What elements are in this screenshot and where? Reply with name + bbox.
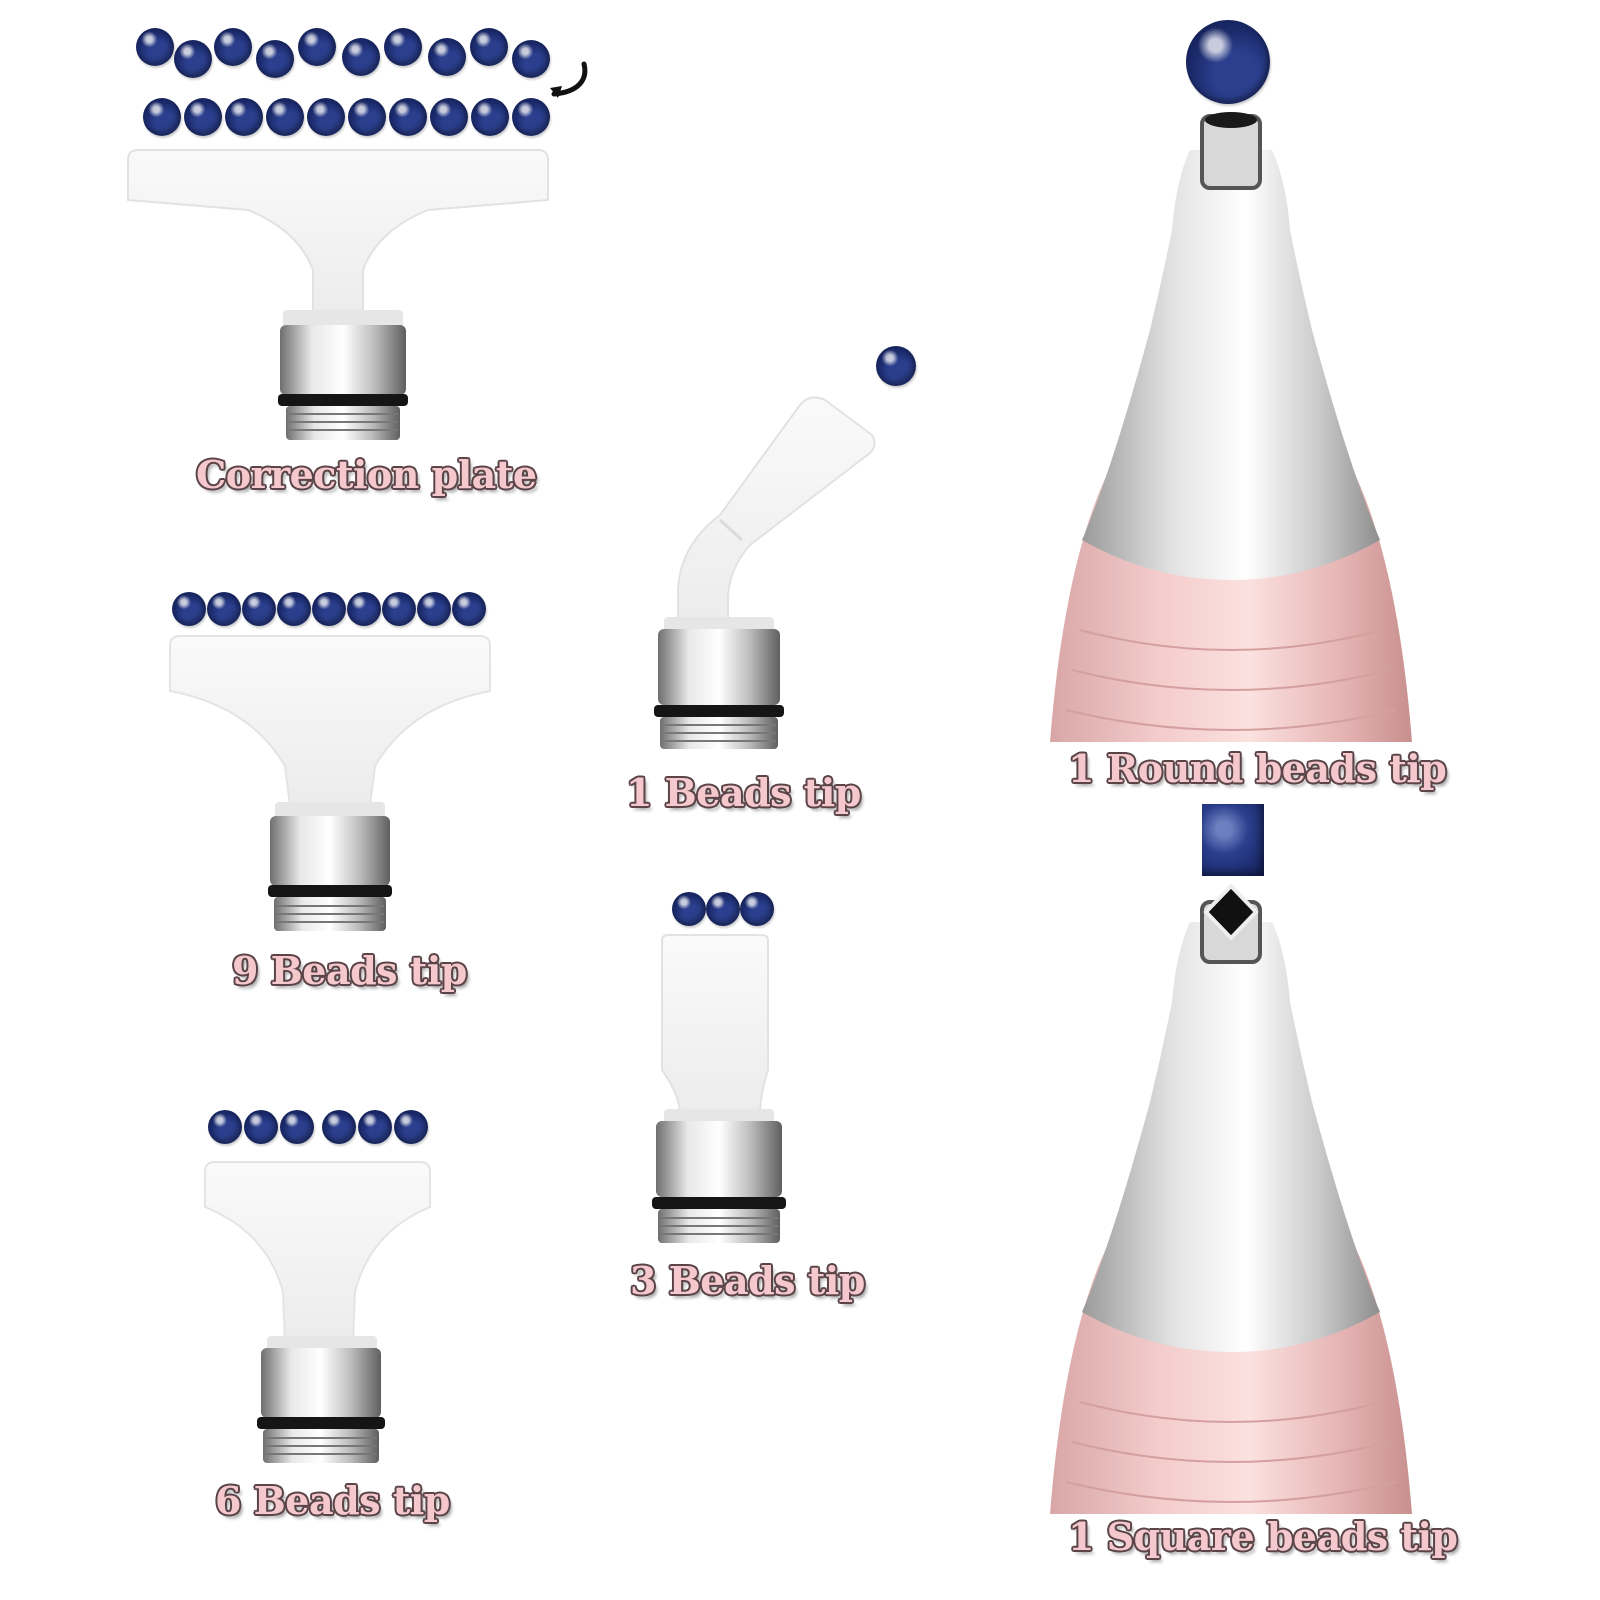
bead [512, 98, 550, 136]
square-bead [1202, 804, 1264, 876]
bead [384, 28, 422, 66]
nine-beads-tip [169, 635, 491, 931]
bead [256, 40, 294, 78]
six-beads-tip-label: 6 Beads tip [215, 1478, 450, 1523]
bead [172, 592, 206, 626]
one-square-beads-tip-label: 1 Square beads tip [1068, 1514, 1458, 1559]
bead [143, 98, 181, 136]
bead [672, 892, 706, 926]
bead [298, 28, 336, 66]
one-beads-tip [654, 396, 876, 749]
one-beads-tip-label: 1 Beads tip [626, 770, 861, 815]
correction-plate-tip [127, 149, 549, 440]
three-beads-tip-label: 3 Beads tip [630, 1258, 865, 1303]
bead [740, 892, 774, 926]
round-beads-pen [1050, 112, 1412, 742]
bead [322, 1110, 356, 1144]
bead [244, 1110, 278, 1144]
three-beads-tip [652, 934, 786, 1243]
bead [347, 592, 381, 626]
bead [342, 38, 380, 76]
bead [307, 98, 345, 136]
square-beads-pen [1050, 883, 1412, 1514]
bead [266, 98, 304, 136]
round-bead [1186, 20, 1270, 104]
bead [471, 98, 509, 136]
correction-plate-label: Correction plate [196, 452, 537, 497]
six-beads-tip [204, 1161, 431, 1463]
bead [394, 1110, 428, 1144]
bead [174, 40, 212, 78]
bead [280, 1110, 314, 1144]
bead [312, 592, 346, 626]
bead [214, 28, 252, 66]
bead [876, 346, 916, 386]
bead [358, 1110, 392, 1144]
bead [512, 40, 550, 78]
bead [706, 892, 740, 926]
bead [348, 98, 386, 136]
bead [136, 28, 174, 66]
bead [430, 98, 468, 136]
bead [428, 38, 466, 76]
bead [417, 592, 451, 626]
bead [470, 28, 508, 66]
bead [242, 592, 276, 626]
bead [452, 592, 486, 626]
one-round-beads-tip-label: 1 Round beads tip [1068, 746, 1447, 791]
bead [207, 592, 241, 626]
bead [225, 98, 263, 136]
bead [277, 592, 311, 626]
bead [208, 1110, 242, 1144]
bead [382, 592, 416, 626]
bead [389, 98, 427, 136]
nine-beads-tip-label: 9 Beads tip [232, 948, 467, 993]
bead [184, 98, 222, 136]
arrow-icon [550, 61, 588, 98]
